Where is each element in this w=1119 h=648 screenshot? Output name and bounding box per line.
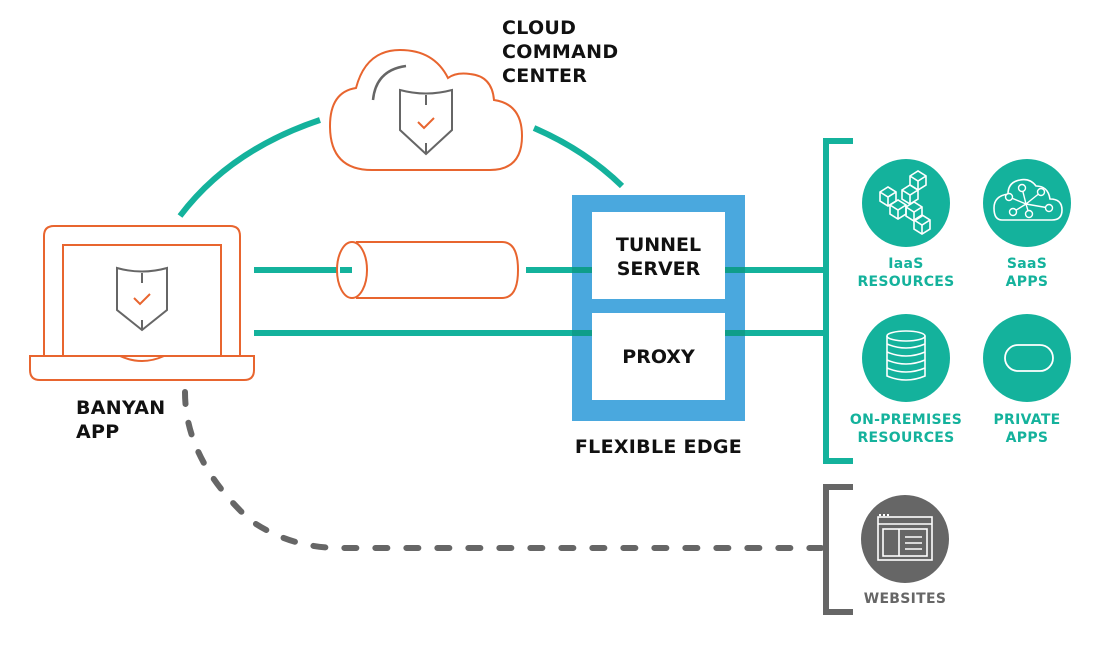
- resource-label-saas: SaaS APPS: [967, 255, 1087, 291]
- shield-check-icon: [399, 88, 453, 156]
- label-line: RESOURCES: [857, 430, 955, 446]
- label-line: TUNNEL: [615, 234, 702, 256]
- cloud-icon: [328, 48, 524, 171]
- proxy-label: PROXY: [622, 346, 695, 368]
- label-line: SaaS: [1006, 256, 1048, 272]
- websites-label: WEBSITES: [863, 591, 947, 607]
- laptop-icon: [29, 225, 255, 381]
- websites-bracket: [823, 484, 853, 615]
- pill-app-icon: [983, 314, 1071, 402]
- resource-label-iaas: IaaS RESOURCES: [846, 255, 966, 291]
- connector-app-to-websites: [182, 389, 829, 551]
- tunnel-cylinder-icon: [336, 241, 520, 299]
- label-line: COMMAND: [502, 41, 619, 63]
- tunnel-server-label: TUNNEL SERVER: [592, 233, 725, 281]
- cloud-command-center-label: CLOUD COMMAND CENTER: [502, 16, 618, 88]
- label-line: APPS: [1005, 274, 1049, 290]
- resources-bracket: [823, 138, 853, 464]
- label-line: IaaS: [888, 256, 924, 272]
- label-line: APP: [76, 421, 120, 443]
- cloud-network-icon: [983, 159, 1071, 247]
- label-line: BANYAN: [76, 397, 166, 419]
- label-line: RESOURCES: [857, 274, 955, 290]
- resource-label-on-premises: ON-PREMISES RESOURCES: [841, 411, 971, 447]
- flexible-edge-box: [572, 195, 745, 421]
- label-line: APPS: [1005, 430, 1049, 446]
- cubes-icon: [862, 159, 950, 247]
- resource-label-private-apps: PRIVATE APPS: [967, 411, 1087, 447]
- connector-cloud-to-edge: [532, 125, 625, 189]
- label-line: CLOUD: [502, 17, 577, 39]
- label-line: SERVER: [616, 258, 701, 280]
- flexible-edge-label: FLEXIBLE EDGE: [574, 436, 743, 458]
- label-line: PRIVATE: [993, 412, 1061, 428]
- browser-window-icon: [861, 495, 949, 583]
- database-icon: [862, 314, 950, 402]
- label-line: ON-PREMISES: [849, 412, 963, 428]
- laptop-shield-icon: [116, 266, 168, 332]
- connector-app-to-cloud: [177, 117, 321, 218]
- label-line: CENTER: [502, 65, 588, 87]
- banyan-app-label: BANYAN APP: [76, 396, 165, 444]
